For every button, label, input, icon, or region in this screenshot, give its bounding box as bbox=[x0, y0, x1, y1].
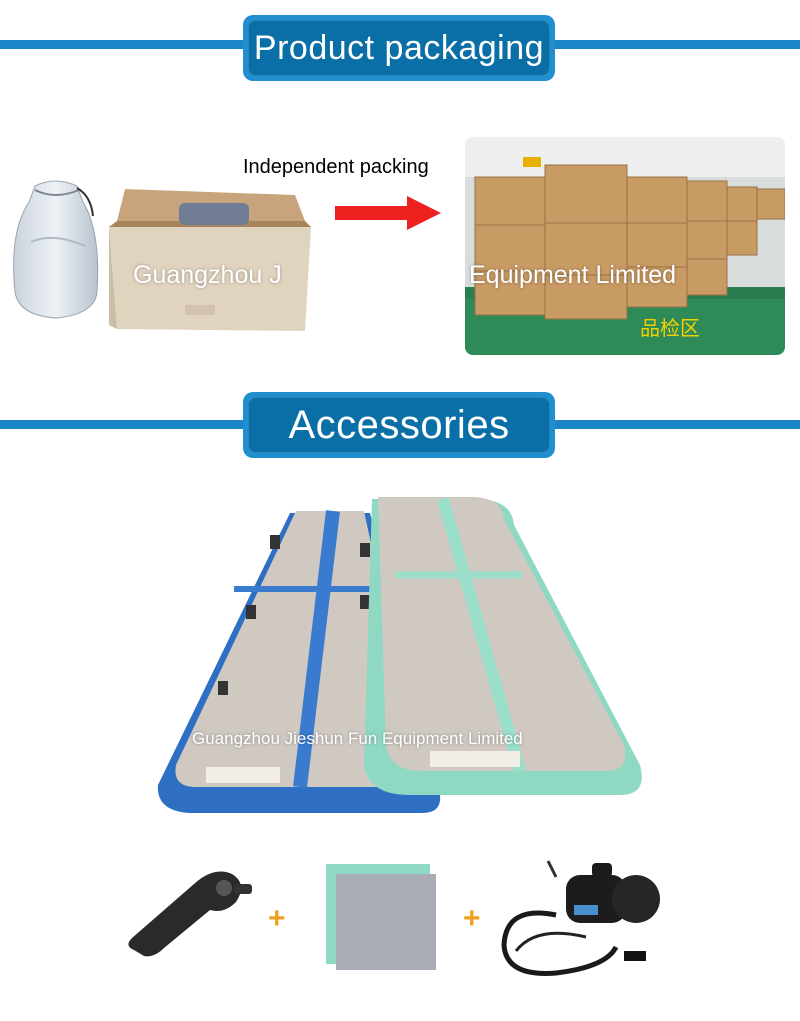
accessories-title: Accessories bbox=[288, 402, 510, 447]
cardboard-box-icon bbox=[109, 189, 311, 331]
air-track-mats-image bbox=[157, 497, 642, 813]
storage-bag-icon bbox=[13, 180, 99, 319]
red-arrow-icon bbox=[335, 196, 441, 230]
warehouse-photo: 品检区 bbox=[465, 137, 785, 355]
packaging-title: Product packaging bbox=[253, 28, 545, 67]
plus-sign-2: + bbox=[463, 902, 481, 935]
watermark-left: Guangzhou J bbox=[133, 261, 282, 289]
watermark-right: Equipment Limited bbox=[469, 261, 677, 289]
valve-wrench-icon bbox=[128, 871, 252, 957]
repair-patch-icon bbox=[326, 864, 436, 970]
mint-air-track-mat bbox=[364, 497, 642, 795]
air-pump-icon bbox=[501, 860, 660, 976]
plus-sign-1: + bbox=[268, 902, 286, 935]
watermark-accessories: Guangzhou Jieshun Fun Equipment Limited bbox=[192, 729, 523, 748]
floor-sign-text: 品检区 bbox=[640, 316, 700, 340]
accessories-banner: Accessories bbox=[243, 392, 555, 458]
packaging-banner: Product packaging bbox=[243, 15, 555, 81]
packing-caption: Independent packing bbox=[243, 156, 429, 178]
